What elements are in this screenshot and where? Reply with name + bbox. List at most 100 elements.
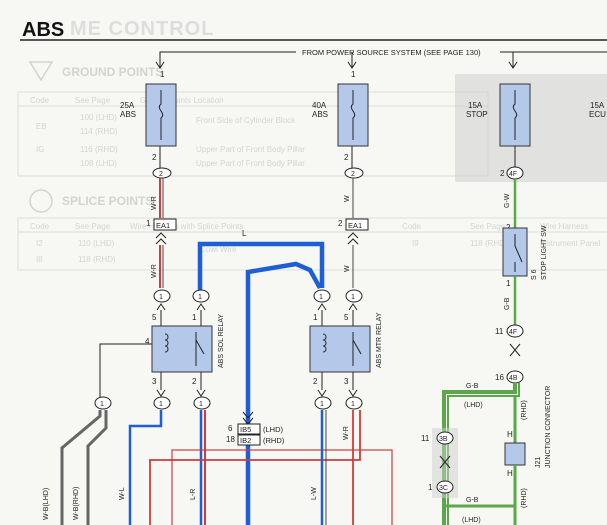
wire-w-b-rhd bbox=[86, 410, 108, 525]
pin-label: 2 bbox=[192, 377, 197, 386]
pin-label: 1 bbox=[192, 313, 197, 322]
connector-label: 1 bbox=[100, 401, 104, 408]
fuse-25a: 1 25A ABS bbox=[120, 70, 177, 147]
connector-label: 1 bbox=[319, 294, 323, 301]
fuse-name: ABS bbox=[312, 110, 328, 119]
junction-pin: H bbox=[507, 469, 513, 478]
pin-label: 18 bbox=[226, 435, 235, 444]
wire-w-l bbox=[128, 410, 163, 525]
wire-w-r-lower bbox=[149, 410, 361, 525]
splice-col-code: Code bbox=[30, 222, 50, 231]
connector-1 bbox=[345, 289, 363, 303]
wire-color-label: G-B bbox=[466, 383, 479, 390]
ground-row-location: Upper Part of Front Body Pillar bbox=[196, 145, 305, 154]
splice-row-code: I8 bbox=[36, 255, 43, 264]
pin-label: 1 bbox=[313, 313, 318, 322]
fuse-40a: 1 40A ABS bbox=[312, 70, 369, 147]
chevron-up-icon bbox=[348, 303, 358, 311]
ground-col-page: See Page bbox=[75, 96, 111, 105]
connector-4f bbox=[506, 324, 524, 338]
bus-line-left bbox=[159, 51, 296, 68]
pin-label: 16 bbox=[495, 373, 504, 382]
wire-color-label: G-B bbox=[504, 297, 511, 310]
splice-row-page-2: 118 (RHD) bbox=[470, 239, 508, 248]
chevron-icon bbox=[439, 455, 451, 469]
wire-color-label: L bbox=[242, 229, 247, 238]
chevron-down-icon bbox=[156, 389, 206, 397]
ground-row-page: 108 (LHD) bbox=[80, 159, 117, 168]
connector-label: 1 bbox=[320, 401, 324, 408]
fuse-icon bbox=[158, 90, 164, 140]
wire-red-loop bbox=[171, 449, 393, 525]
ground-row-code: IG bbox=[36, 145, 44, 154]
pin-label: 6 bbox=[228, 424, 233, 433]
wire-color-label: W-R bbox=[151, 196, 158, 210]
wire-blue-lower bbox=[245, 261, 322, 525]
background-table: GROUND POINTS Code See Page Ground Point… bbox=[17, 61, 607, 271]
junction-connector-box bbox=[504, 442, 526, 466]
splice-col-harness: Wire Harness with Splice Points bbox=[130, 222, 243, 231]
connector-label: 1 bbox=[198, 294, 202, 301]
stop-light-circuit: 2 4F G-W 2 S 6 STOP LIGHT SW 1 G-B 11 4F… bbox=[421, 146, 552, 525]
connector-1 bbox=[153, 396, 171, 410]
junction-code: J21 bbox=[535, 457, 542, 468]
wire-color-label: G-B bbox=[466, 497, 479, 504]
connector-label: 2 bbox=[159, 171, 163, 178]
pin-label: 2 bbox=[338, 219, 343, 228]
wire-color-label: W-B(LHD) bbox=[43, 488, 50, 520]
lhd-note: (LHD) bbox=[464, 402, 483, 409]
splice-row-harness: Cowl Wire bbox=[200, 245, 237, 254]
pin-label: 11 bbox=[495, 327, 504, 336]
wire-color-label: L-W bbox=[311, 487, 318, 500]
switch-code: S 6 bbox=[531, 269, 538, 280]
abs-sol-relay: 4 ABS SOL RELAY 3 2 1 1 bbox=[145, 314, 225, 410]
pin-label: 1 bbox=[351, 70, 356, 79]
fuse-name: ABS bbox=[120, 110, 136, 119]
connector-label: 1 bbox=[159, 401, 163, 408]
wire-segment bbox=[99, 343, 152, 398]
chevron-icon bbox=[509, 343, 521, 357]
relay-box bbox=[309, 325, 371, 373]
wire-color-label: G-W bbox=[504, 193, 511, 208]
ground-col-code: Code bbox=[30, 96, 50, 105]
fuse-15a-stop: 15A STOP bbox=[455, 74, 575, 182]
pin-label: 1 bbox=[146, 219, 151, 228]
connector-label: 4F bbox=[509, 171, 517, 178]
chevron-up-icon bbox=[156, 303, 166, 311]
splice-row-harness-2: Instrument Panel bbox=[540, 239, 601, 248]
rhd-note: (RHD) bbox=[521, 488, 528, 508]
ground-row-page: 114 (RHD) bbox=[80, 127, 118, 136]
connector-label: 1 bbox=[199, 401, 203, 408]
coil-icon bbox=[164, 333, 169, 353]
connector-2 bbox=[344, 167, 364, 179]
splice-points-heading: SPLICE POINTS bbox=[62, 194, 153, 208]
wire-color-label: W-R bbox=[151, 264, 158, 278]
wire-color-label: L-R bbox=[190, 489, 197, 500]
connector-2 bbox=[152, 167, 172, 179]
ground-row-page: 116 (RHD) bbox=[80, 145, 118, 154]
ground-row-page: 100 (LHD) bbox=[80, 113, 117, 122]
connector-label: 4B bbox=[509, 375, 518, 382]
connector-label: 3B bbox=[439, 436, 448, 443]
connector-label: 1 bbox=[351, 294, 355, 301]
arrow-down-icon bbox=[155, 61, 518, 69]
pin-label: 4 bbox=[145, 337, 150, 346]
wire-l-blue: L 1 1 1 1 bbox=[192, 229, 331, 525]
connector-1 bbox=[314, 396, 332, 410]
connector-label: 1 bbox=[351, 401, 355, 408]
fuse-icon bbox=[350, 90, 356, 140]
connector-label: 1 bbox=[159, 294, 163, 301]
pin-label: 5 bbox=[344, 313, 349, 322]
abs-mtr-relay: ABS MTR RELAY 2 3 1 1 bbox=[309, 312, 383, 410]
wire-color-label: W-B(RHD) bbox=[73, 487, 80, 520]
ground-row-code: EB bbox=[36, 122, 47, 131]
connector-ea1 bbox=[153, 218, 177, 231]
connector-1 bbox=[313, 289, 331, 303]
power-source-note: FROM POWER SOURCE SYSTEM (SEE PAGE 130) bbox=[302, 48, 481, 57]
connector-ea1 bbox=[345, 218, 369, 231]
rhd-note: (RHD) bbox=[521, 400, 528, 420]
pin-label: 11 bbox=[421, 434, 430, 443]
connector-3c bbox=[436, 480, 454, 494]
connector-label: IB5 bbox=[240, 425, 251, 434]
